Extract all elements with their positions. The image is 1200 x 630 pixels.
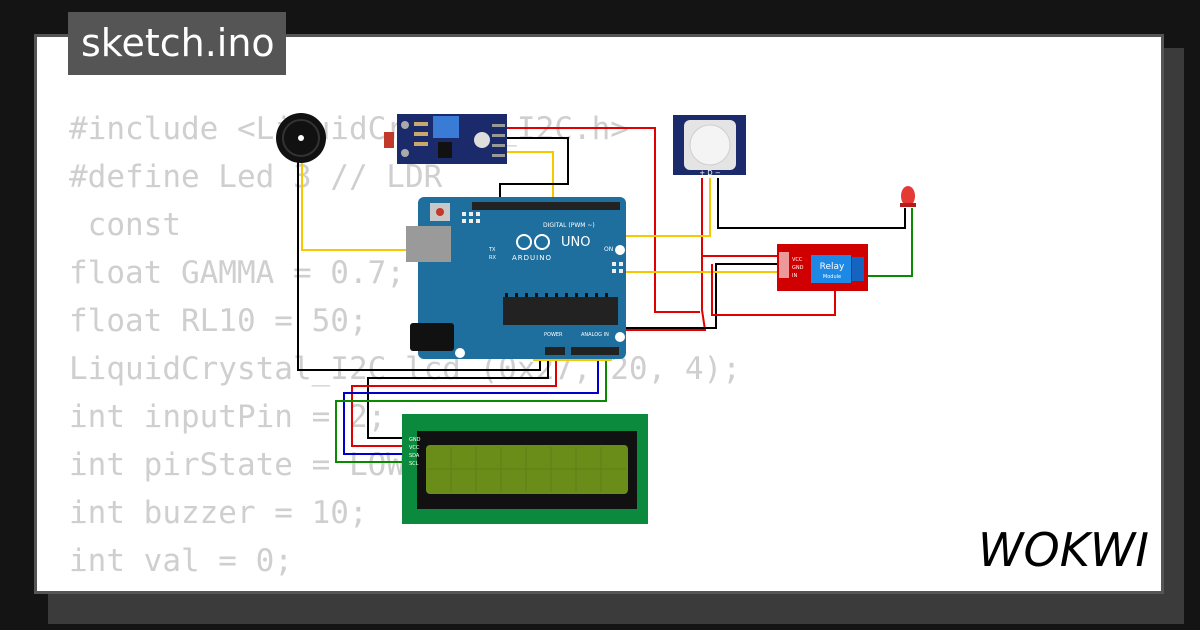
- board-brand: ARDUINO: [512, 254, 552, 262]
- relay-sublabel: Module: [823, 274, 841, 280]
- ldr-sensor-icon[interactable]: [384, 114, 507, 164]
- relay-pin-vcc: VCC: [792, 257, 803, 263]
- relay-pin-gnd: GND: [792, 265, 804, 271]
- arduino-board-icon[interactable]: UNO ARDUINO DIGITAL (PWM ~) ANALOG IN PO…: [406, 197, 626, 359]
- wire-blue-lcd-sda: [343, 340, 599, 455]
- wire-black-ldr: [499, 137, 569, 205]
- wire-red-relay-out: [711, 264, 836, 316]
- code-line: float GAMMA = 0.7;: [69, 255, 405, 291]
- lcd-icon[interactable]: GND VCC SDA SCL: [402, 414, 648, 524]
- power-label: POWER: [544, 332, 563, 338]
- relay-pin-in: IN: [792, 273, 797, 279]
- buzzer-icon[interactable]: [276, 113, 326, 163]
- code-line: const: [69, 207, 181, 243]
- lcd-pin-gnd: GND: [409, 437, 421, 443]
- code-line: int buzzer = 10;: [69, 495, 368, 531]
- wire-red-lcd-vcc: [351, 340, 557, 447]
- lcd-pin-vcc: VCC: [409, 445, 420, 451]
- board-model: UNO: [561, 235, 590, 250]
- code-line: #define Led 3 // LDR: [69, 159, 443, 195]
- tx-label: TX: [488, 247, 496, 253]
- lcd-pin-sda: SDA: [409, 453, 420, 459]
- sketch-title: sketch.ino: [81, 21, 275, 65]
- sketch-title-tab[interactable]: sketch.ino: [68, 12, 286, 75]
- code-line: float RL10 = 50;: [69, 303, 368, 339]
- wire-black-relay: [620, 263, 780, 329]
- wire-black-pir: [717, 178, 906, 229]
- analog-label: ANALOG IN: [581, 332, 609, 338]
- wokwi-brand: WOKWI: [978, 523, 1149, 574]
- wire-black-lcd-gnd: [367, 340, 549, 439]
- code-line: int inputPin = 2;: [69, 399, 387, 435]
- wokwi-logo: WOKWI: [978, 523, 1149, 574]
- lcd-pin-scl: SCL: [409, 461, 419, 467]
- wire-green-led: [868, 208, 913, 277]
- pir-pin-labels: + D −: [699, 169, 721, 177]
- wire-red-ldr-vcc: [505, 127, 700, 313]
- on-label: ON: [604, 246, 613, 253]
- pir-sensor-icon[interactable]: + D −: [673, 115, 746, 177]
- led-icon[interactable]: [900, 186, 916, 207]
- digital-label: DIGITAL (PWM ~): [543, 222, 595, 229]
- relay-icon[interactable]: Relay Module VCC GND IN: [777, 244, 868, 291]
- code-line: int val = 0;: [69, 543, 293, 579]
- relay-label: Relay: [820, 262, 845, 272]
- rx-label: RX: [489, 255, 496, 261]
- wire-green-lcd-scl: [335, 340, 607, 463]
